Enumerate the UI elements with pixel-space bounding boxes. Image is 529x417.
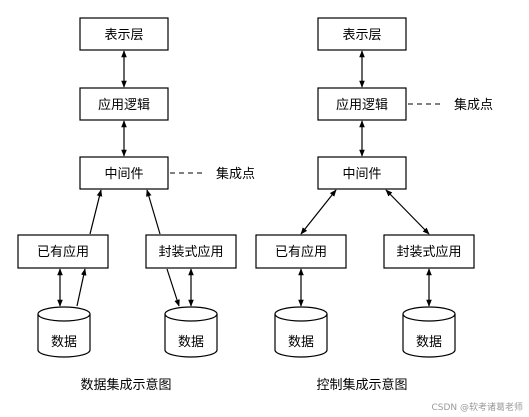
left-presentation-label: 表示层 [104,28,143,43]
left-wrapped-app-node: 封装式应用 [145,234,237,269]
left-database-1: 数据 [37,306,91,358]
right-integration-point-label: 集成点 [454,97,493,113]
left-database-1-label: 数据 [51,335,77,350]
left-existing-app-label: 已有应用 [37,244,89,260]
left-existing-app-node: 已有应用 [17,234,109,269]
right-edge-wrapped-middleware [385,189,430,235]
left-edge-wrapped-db-2 [166,268,180,307]
right-wrapped-app-node: 封装式应用 [383,234,475,269]
right-database-1: 数据 [274,306,328,358]
left-edge-existing-middleware [89,189,103,235]
left-integration-point-label: 集成点 [216,166,255,182]
right-app-logic-node: 应用逻辑 [317,87,407,121]
right-app-logic-label: 应用逻辑 [336,97,388,113]
control-integration-diagram: 表示层 应用逻辑 集成点 中间件 已有应用 封装式应用 数据 数据 [255,17,493,393]
right-database-1-label: 数据 [288,335,314,350]
right-edge-existing-middleware [300,189,337,235]
left-edge-wrapped-middleware [146,189,161,235]
left-caption: 数据集成示意图 [80,377,171,393]
left-app-logic-label: 应用逻辑 [98,97,150,113]
right-wrapped-app-label: 封装式应用 [396,244,461,260]
left-middleware-label: 中间件 [104,167,143,182]
left-wrapped-app-label: 封装式应用 [158,244,223,260]
right-database-2: 数据 [402,306,456,358]
right-existing-app-node: 已有应用 [255,234,347,269]
watermark: CSDN @软考诸葛老师 [431,401,523,413]
right-database-2-label: 数据 [416,335,442,350]
left-app-logic-node: 应用逻辑 [79,87,169,121]
left-middleware-node: 中间件 [79,156,169,190]
right-middleware-label: 中间件 [342,167,381,182]
right-caption: 控制集成示意图 [316,377,407,393]
right-presentation-label: 表示层 [342,28,381,43]
left-database-2-label: 数据 [178,335,204,350]
right-existing-app-label: 已有应用 [275,244,327,260]
right-middleware-node: 中间件 [317,156,407,190]
left-database-2: 数据 [164,306,218,358]
right-presentation-node: 表示层 [317,17,407,51]
left-presentation-node: 表示层 [79,17,169,51]
data-integration-diagram: 表示层 应用逻辑 中间件 集成点 已有应用 封装式应用 数据 数据 [17,17,255,393]
left-edge-middleware-db [76,268,87,307]
